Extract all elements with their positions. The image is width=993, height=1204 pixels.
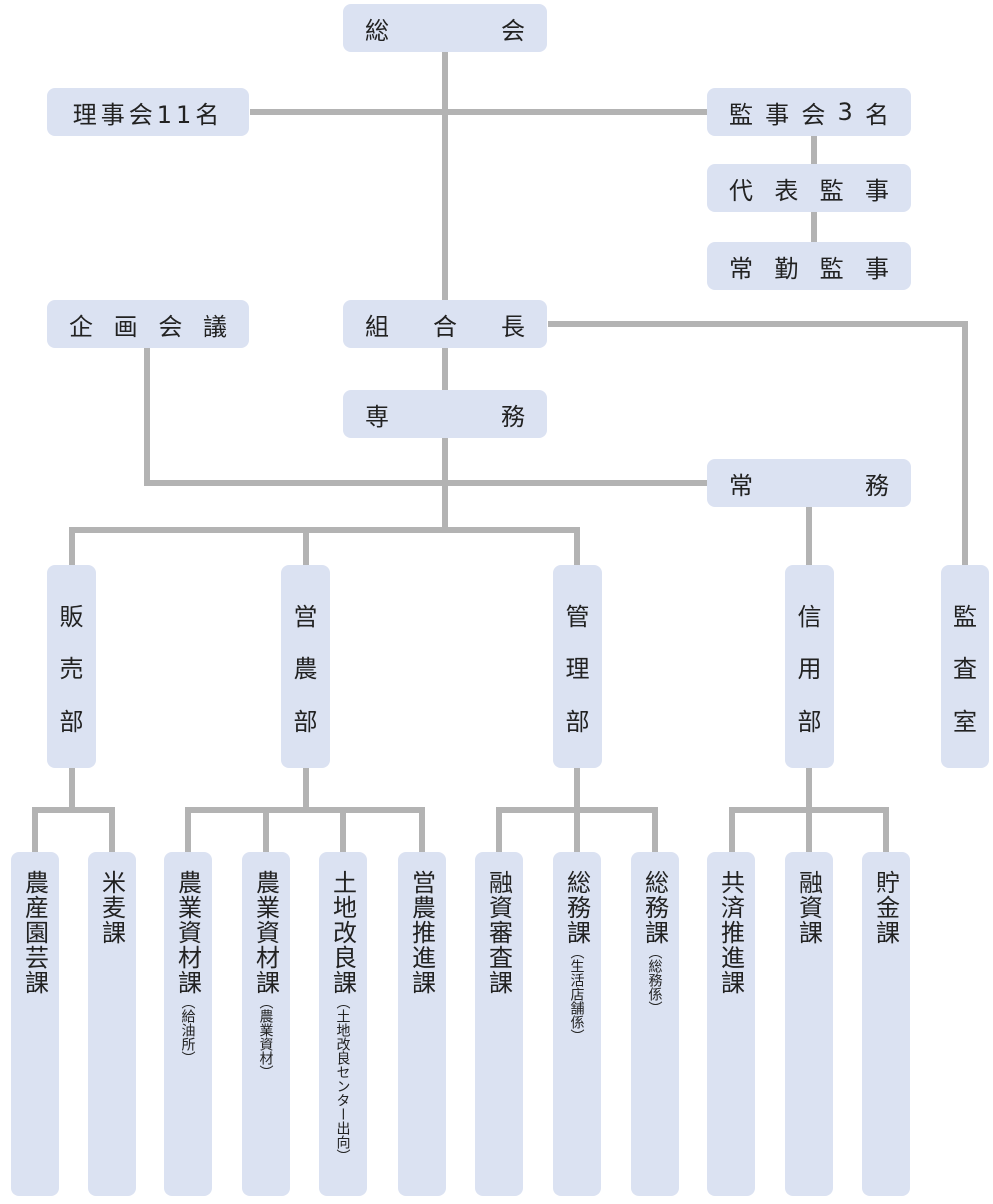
department-char: 理 <box>565 655 590 683</box>
audit-office-box: 監 査 室 <box>941 565 989 768</box>
department-char: 用 <box>797 655 822 683</box>
managing-director-char: 務 <box>865 471 889 500</box>
section-label: 農業資材課（給油所） <box>173 870 202 1065</box>
representative-auditor-char: 監 <box>819 176 844 205</box>
board-of-auditors-char: 名 <box>864 100 889 129</box>
section-general-affairs-box: 総務課（総務係） <box>631 852 679 1196</box>
representative-auditor-box: 代 表 監 事 <box>707 164 911 212</box>
section-agri-horticulture-box: 農産園芸課 <box>11 852 59 1196</box>
representative-auditor-char: 表 <box>774 176 799 205</box>
section-loan-review-box: 融資審査課 <box>475 852 523 1196</box>
general-assembly-char: 会 <box>501 16 525 45</box>
president-char: 長 <box>501 312 525 341</box>
connector-line <box>185 807 425 852</box>
board-of-auditors-char: 3 <box>837 98 853 126</box>
section-label: 貯金課 <box>871 870 900 945</box>
board-of-auditors-char: 監 <box>729 100 753 129</box>
department-credit-box: 信 用 部 <box>785 565 834 768</box>
president-box: 組 合 長 <box>343 300 547 348</box>
department-sales-box: 販 売 部 <box>47 565 96 768</box>
full-time-auditor-char: 事 <box>864 254 889 283</box>
senior-managing-director-char: 専 <box>365 402 389 431</box>
general-assembly-char: 総 <box>365 16 389 45</box>
department-management-box: 管 理 部 <box>553 565 602 768</box>
board-of-auditors-char: 会 <box>801 100 826 129</box>
department-char: 監 <box>953 602 977 631</box>
section-label: 土地改良課（土地改良センター出向） <box>328 870 357 1163</box>
president-char: 合 <box>433 312 457 341</box>
section-farm-materials-fuel-box: 農業資材課（給油所） <box>164 852 212 1196</box>
section-general-affairs-store-box: 総務課（生活店舗係） <box>553 852 601 1196</box>
planning-meeting-char: 議 <box>202 312 227 341</box>
board-of-directors-box: 理事会11名 <box>47 88 249 136</box>
section-label: 農産園芸課 <box>20 870 49 995</box>
managing-director-char: 常 <box>729 471 753 500</box>
representative-auditor-char: 代 <box>729 176 753 205</box>
full-time-auditor-char: 常 <box>729 254 753 283</box>
connector-line <box>144 348 707 486</box>
section-label: 農業資材課（農業資材） <box>251 870 280 1079</box>
department-farming-box: 営 農 部 <box>281 565 330 768</box>
section-farm-materials-box: 農業資材課（農業資材） <box>242 852 290 1196</box>
general-assembly-box: 総 会 <box>343 4 547 52</box>
board-of-auditors-char: 事 <box>765 100 790 129</box>
section-label: 融資審査課 <box>484 870 513 995</box>
department-char: 売 <box>59 655 84 683</box>
department-char: 信 <box>797 602 822 631</box>
section-label: 共済推進課 <box>716 870 745 995</box>
section-label: 総務課（総務係） <box>640 870 669 1015</box>
department-char: 部 <box>565 707 590 736</box>
president-char: 組 <box>365 312 389 341</box>
department-char: 査 <box>953 655 977 683</box>
board-of-auditors-box: 監 事 会 3 名 <box>707 88 911 136</box>
section-label: 営農推進課 <box>407 870 436 995</box>
board-of-directors-label: 理事会11名 <box>72 100 224 129</box>
full-time-auditor-char: 勤 <box>774 254 799 283</box>
section-label: 融資課 <box>794 870 823 945</box>
department-char: 室 <box>953 707 977 736</box>
planning-meeting-char: 画 <box>113 312 138 341</box>
department-char: 部 <box>293 707 318 736</box>
department-char: 部 <box>797 707 822 736</box>
section-land-improvement-box: 土地改良課（土地改良センター出向） <box>319 852 367 1196</box>
managing-director-box: 常 務 <box>707 459 911 507</box>
connector-line <box>548 321 968 565</box>
senior-managing-director-char: 務 <box>501 402 525 431</box>
section-loans-box: 融資課 <box>785 852 833 1196</box>
connector-line <box>32 807 115 852</box>
planning-meeting-char: 企 <box>69 312 93 341</box>
planning-meeting-box: 企 画 会 議 <box>47 300 249 348</box>
section-savings-box: 貯金課 <box>862 852 910 1196</box>
section-label: 総務課（生活店舗係） <box>562 870 591 1043</box>
section-mutual-aid-box: 共済推進課 <box>707 852 755 1196</box>
department-char: 営 <box>293 602 318 631</box>
department-char: 部 <box>59 707 84 736</box>
planning-meeting-char: 会 <box>158 312 183 341</box>
section-rice-wheat-box: 米麦課 <box>88 852 136 1196</box>
department-char: 販 <box>59 602 84 631</box>
section-label: 米麦課 <box>97 870 126 945</box>
representative-auditor-char: 事 <box>864 176 889 205</box>
senior-managing-director-box: 専 務 <box>343 390 547 438</box>
full-time-auditor-box: 常 勤 監 事 <box>707 242 911 290</box>
department-char: 管 <box>565 602 590 631</box>
full-time-auditor-char: 監 <box>819 254 844 283</box>
department-char: 農 <box>293 655 318 683</box>
section-farming-promotion-box: 営農推進課 <box>398 852 446 1196</box>
